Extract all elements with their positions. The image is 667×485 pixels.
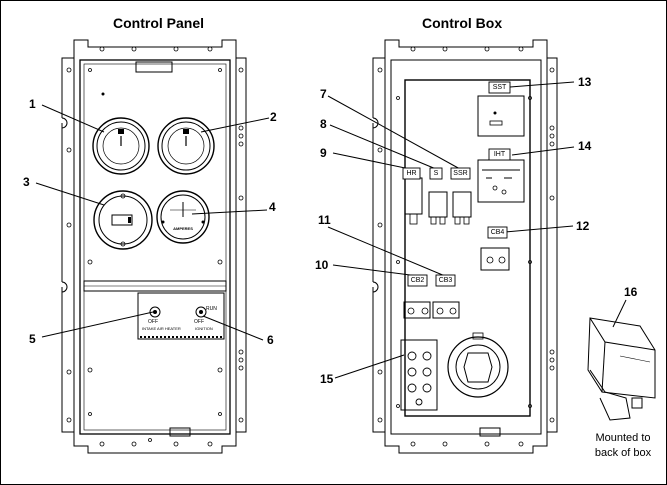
callout-13: 13 — [578, 75, 592, 89]
control-box — [372, 39, 558, 454]
switch-off-right: OFF — [194, 319, 204, 325]
label-intake-heater: INTAKE AIR HEATER — [142, 326, 181, 331]
label-cb3: CB3 — [438, 277, 453, 284]
control-box-title: Control Box — [422, 15, 503, 31]
callout-2: 2 — [270, 110, 277, 124]
caption-line-1: Mounted to — [595, 432, 651, 444]
control-panel-title: Control Panel — [113, 15, 205, 31]
caption-line-2: back of box — [594, 447, 652, 459]
callout-3: 3 — [23, 175, 30, 189]
label-hr: HR — [406, 170, 417, 177]
control-panel — [61, 39, 247, 454]
callout-11: 11 — [318, 213, 331, 227]
switch-run: RUN — [206, 306, 217, 312]
callout-4: 4 — [269, 200, 276, 214]
callout-8: 8 — [320, 117, 327, 131]
switch-off-left: OFF — [148, 319, 158, 325]
mounted-caption: Mounted to back of box — [585, 431, 661, 461]
label-ssr: SSR — [453, 170, 468, 177]
callout-10: 10 — [315, 258, 329, 272]
callout-16: 16 — [624, 285, 638, 299]
remote-box-16 — [587, 317, 656, 421]
label-s: S — [433, 170, 439, 177]
callout-9: 9 — [320, 146, 327, 160]
callout-7: 7 — [320, 87, 327, 101]
label-cb4: CB4 — [490, 229, 505, 236]
ammeter-label: AMPERES — [173, 226, 193, 231]
label-iht: IHT — [493, 151, 506, 158]
callout-1: 1 — [29, 97, 36, 111]
callout-6: 6 — [267, 333, 274, 347]
callout-14: 14 — [578, 139, 592, 153]
label-ignition: IGNITION — [195, 326, 213, 331]
callout-5: 5 — [29, 332, 36, 346]
label-cb2: CB2 — [410, 277, 425, 284]
label-sst: SST — [492, 84, 507, 91]
callout-15: 15 — [320, 372, 334, 386]
callout-12: 12 — [576, 219, 590, 233]
